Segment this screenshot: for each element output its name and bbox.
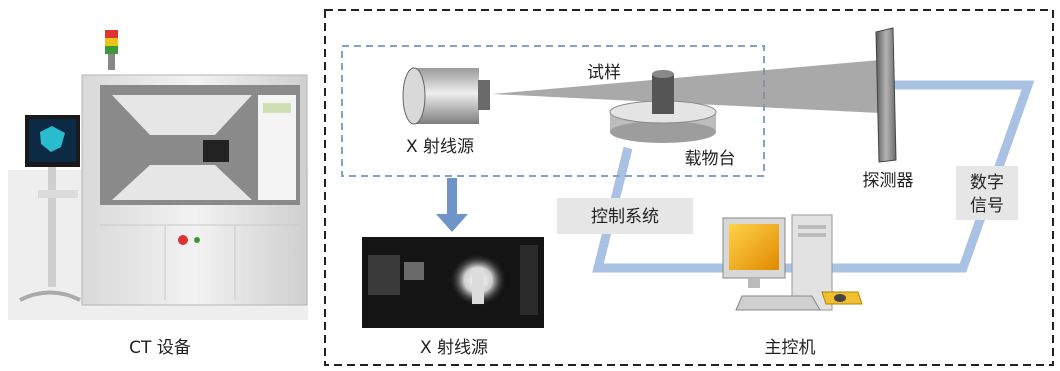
sample-cylinder: [652, 74, 674, 114]
down-arrow-icon: [436, 178, 468, 232]
emergency-stop-icon: [178, 235, 188, 245]
stage-label: 载物台: [685, 149, 736, 169]
xray-source-photo: [362, 237, 544, 328]
brand-plate: [263, 103, 291, 113]
xray-tube-end: [402, 67, 426, 125]
door-handle-panel: [203, 140, 229, 162]
detector: [875, 27, 897, 163]
ct-equipment-label: CT 设备: [129, 338, 191, 358]
window-lower-panel: [112, 165, 252, 200]
stand-base: [19, 290, 81, 302]
control-system-box: [557, 198, 693, 234]
monitor-stand: [48, 167, 56, 287]
sample-stage: [609, 70, 717, 143]
mouse-icon: [834, 294, 846, 302]
host-computer-icon: [722, 214, 863, 311]
power-button-icon: [194, 237, 200, 243]
beacon-yellow: [105, 38, 118, 46]
host-computer-label: 主控机: [765, 338, 816, 358]
ct-render-icon: [40, 126, 65, 152]
window-upper-panel: [112, 95, 252, 135]
keyboard-tray: [38, 190, 78, 198]
xray-source-label: X 射线源: [406, 137, 474, 157]
xray-source: [402, 67, 490, 125]
pc-keyboard: [735, 295, 821, 311]
digital-signal-box: [956, 166, 1018, 220]
xray-beam: [492, 60, 880, 113]
digital-signal-label-line1: 数字: [970, 173, 1004, 193]
ct-equipment-illustration: CT 设备: [8, 30, 308, 358]
scan-module-frame: [341, 45, 765, 177]
beacon-green: [105, 46, 118, 54]
detector-label: 探测器: [863, 171, 914, 191]
control-system-label: 控制系统: [591, 207, 659, 227]
digital-signal-label-line2: 信号: [970, 196, 1004, 216]
system-frame: [324, 9, 1054, 366]
pc-monitor-screen: [729, 224, 779, 270]
beacon-red: [105, 30, 118, 38]
xray-source-photo-label: X 射线源: [420, 338, 488, 358]
xray-tube-nozzle: [478, 80, 490, 110]
sample-label: 试样: [587, 63, 621, 83]
